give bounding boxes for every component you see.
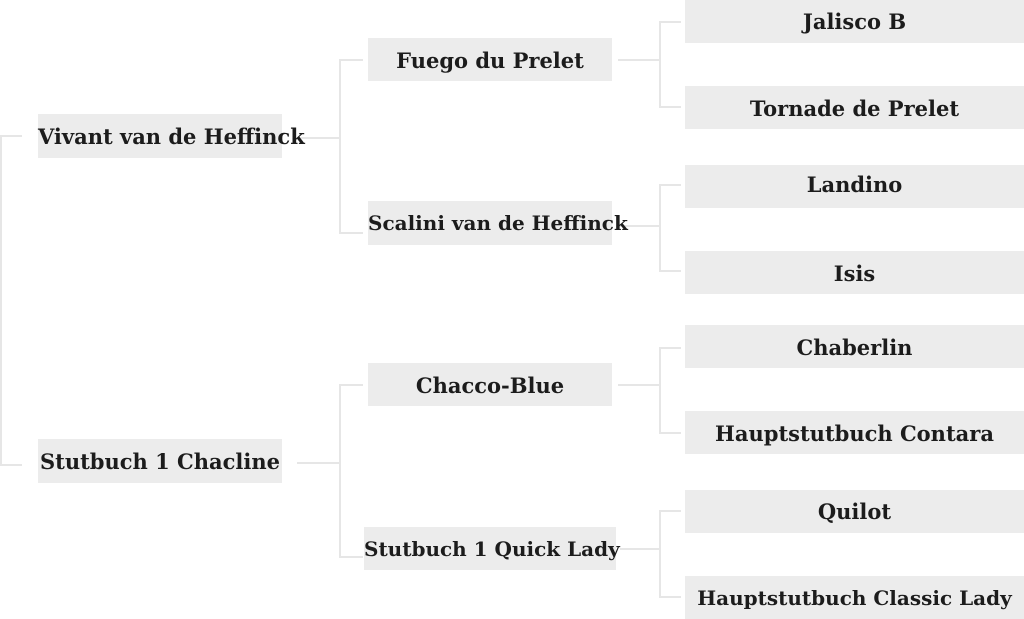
sire-sire-dam-box[interactable]: Tornade de Prelet [685,86,1024,129]
connector-dd-vertical [659,510,661,598]
sire-sire-sire-box[interactable]: Jalisco B [685,0,1024,43]
dam-dam-dam-box[interactable]: Hauptstutbuch Classic Lady [685,576,1024,619]
dam-dam-name: Stutbuch 1 Quick Lady [364,537,620,561]
connector-sd-to-dam [659,270,681,272]
sire-box[interactable]: Vivant van de Heffinck [38,114,305,158]
connector-ss-to-sire [659,21,681,23]
dam-dam-dam-name: Hauptstutbuch Classic Lady [697,586,1012,610]
connector-ds-out [618,384,660,386]
dam-dam-sire-name: Quilot [817,499,892,524]
sire-sire-box[interactable]: Fuego du Prelet [368,38,612,81]
sire-sire-name: Fuego du Prelet [396,48,584,73]
dam-sire-sire-box[interactable]: Chaberlin [685,325,1024,368]
connector-root-vertical [0,135,2,466]
connector-dd-to-sire [659,510,681,512]
connector-dam-out [297,462,340,464]
connector-sire-to-dam [339,232,363,234]
connector-dam-to-dam [339,556,363,558]
connector-sire-out [297,137,340,139]
dam-sire-dam-box[interactable]: Hauptstutbuch Contara [685,411,1024,454]
dam-box[interactable]: Stutbuch 1 Chacline [38,439,282,483]
connector-sd-to-sire [659,184,681,186]
sire-dam-box[interactable]: Scalini van de Heffinck [368,201,628,245]
sire-dam-sire-name: Landino [806,172,903,197]
sire-sire-sire-name: Jalisco B [802,9,907,34]
sire-dam-name: Scalini van de Heffinck [368,211,628,235]
dam-dam-sire-box[interactable]: Quilot [685,490,1024,533]
connector-ss-vertical [659,21,661,108]
connector-sire-to-sire [339,59,363,61]
connector-ds-to-dam [659,432,681,434]
dam-sire-box[interactable]: Chacco-Blue [368,363,612,406]
sire-dam-dam-name: Isis [833,261,876,286]
dam-sire-name: Chacco-Blue [415,373,565,398]
connector-sire-vertical [339,59,341,234]
sire-sire-dam-name: Tornade de Prelet [749,96,960,121]
dam-dam-box[interactable]: Stutbuch 1 Quick Lady [364,527,620,570]
connector-sd-out [618,225,660,227]
sire-dam-dam-box[interactable]: Isis [685,251,1024,294]
connector-dam-vertical [339,384,341,558]
connector-dd-out [620,548,660,550]
connector-root-to-sire [0,135,22,137]
dam-sire-sire-name: Chaberlin [796,335,913,360]
dam-name: Stutbuch 1 Chacline [39,449,281,474]
sire-dam-sire-box[interactable]: Landino [685,165,1024,208]
connector-dam-to-sire [339,384,363,386]
connector-sd-vertical [659,184,661,272]
connector-ss-to-dam [659,106,681,108]
connector-dd-to-dam [659,596,681,598]
sire-name: Vivant van de Heffinck [38,124,305,149]
connector-ss-out [618,59,660,61]
connector-ds-to-sire [659,347,681,349]
connector-ds-vertical [659,347,661,434]
dam-sire-dam-name: Hauptstutbuch Contara [715,421,994,446]
connector-root-to-dam [0,464,22,466]
